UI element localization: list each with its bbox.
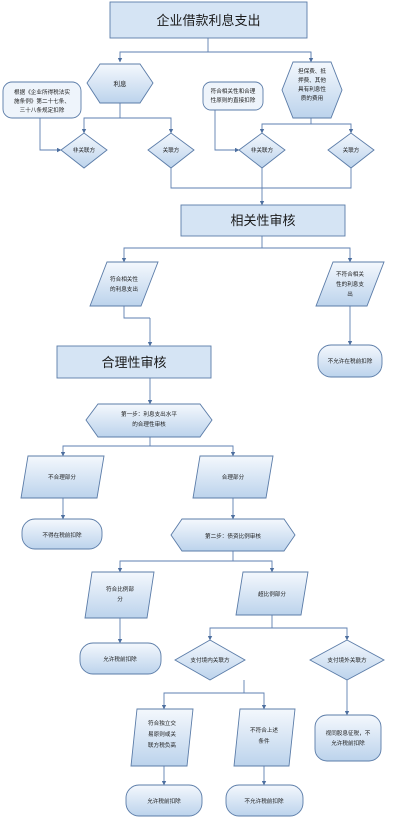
svg-text:质的费用: 质的费用 xyxy=(301,94,323,102)
svg-text:不符合相关: 不符合相关 xyxy=(336,270,364,278)
interest-node: 利息 xyxy=(86,63,154,104)
relevance-review-box: 相关性审核 xyxy=(180,204,346,237)
svg-text:允许税前扣除: 允许税前扣除 xyxy=(147,797,181,805)
reasonable-part-node: 合理部分 xyxy=(192,455,274,499)
deemed-dividend-node: 视同股息征税，不 允许税前扣除 xyxy=(314,714,382,762)
relevant-interest-node: 符合相关性 的利息支出 xyxy=(89,261,159,307)
svg-text:具有利息性: 具有利息性 xyxy=(298,85,326,93)
note-direct-deduction: 符合相关性和合理 性原则的直接扣除 xyxy=(202,81,264,111)
svg-text:担保费、抵: 担保费、抵 xyxy=(298,67,326,75)
svg-text:不允许在税前扣除: 不允许在税前扣除 xyxy=(328,357,373,365)
svg-text:根据《企业所得税法实: 根据《企业所得税法实 xyxy=(14,88,70,96)
reasonableness-review-box: 合理性审核 xyxy=(56,345,212,379)
svg-text:条件: 条件 xyxy=(258,737,270,745)
irrelevant-interest-node: 不符合相关 性的利息支 出 xyxy=(315,261,385,307)
svg-text:不允许税前扣除: 不允许税前扣除 xyxy=(244,797,284,805)
svg-text:不符合上述: 不符合上述 xyxy=(250,726,278,734)
svg-text:易原则或关: 易原则或关 xyxy=(148,730,176,738)
allow-deduction-node-2: 允许税前扣除 xyxy=(125,784,203,817)
svg-text:性的利息支: 性的利息支 xyxy=(336,280,364,288)
svg-text:合理部分: 合理部分 xyxy=(222,473,245,481)
svg-text:三十八条规定扣除: 三十八条规定扣除 xyxy=(20,106,65,114)
svg-text:第一步：利息支出水平: 第一步：利息支出水平 xyxy=(121,410,177,418)
nonrelated-party-node-2: 非关联方 xyxy=(238,132,286,169)
foreign-related-party-node: 支付境外关联方 xyxy=(309,639,385,681)
svg-text:符合比例部: 符合比例部 xyxy=(106,585,134,593)
svg-text:的合理性审核: 的合理性审核 xyxy=(132,420,166,428)
svg-text:不得在税前扣除: 不得在税前扣除 xyxy=(42,531,82,539)
allow-deduction-node-1: 允许税前扣除 xyxy=(79,642,162,675)
svg-text:第二步：债资比例审核: 第二步：债资比例审核 xyxy=(205,532,261,540)
step1-interest-level-node: 第一步：利息支出水平 的合理性审核 xyxy=(85,403,213,438)
no-deduction-node-2: 不得在税前扣除 xyxy=(21,518,103,550)
svg-text:出: 出 xyxy=(347,290,353,298)
within-ratio-node: 符合比例部 分 xyxy=(84,571,155,619)
nonrelated-party-node-1: 非关联方 xyxy=(60,132,108,169)
no-deduction-node-1: 不允许在税前扣除 xyxy=(317,344,383,378)
not-meeting-conditions-node: 不符合上述 条件 xyxy=(233,708,296,767)
svg-text:分: 分 xyxy=(117,595,123,603)
svg-text:符合独立交: 符合独立交 xyxy=(148,719,176,727)
svg-text:超比例部分: 超比例部分 xyxy=(258,590,286,598)
step2-debt-equity-node: 第二步：债资比例审核 xyxy=(170,518,296,552)
svg-text:施条例》第二十七条、: 施条例》第二十七条、 xyxy=(14,97,70,105)
note-tax-regulation: 根据《企业所得税法实 施条例》第二十七条、 三十八条规定扣除 xyxy=(2,81,82,119)
guarantee-fees-node: 担保费、抵 押费、其他 具有利息性 质的费用 xyxy=(281,61,343,119)
svg-text:性原则的直接扣除: 性原则的直接扣除 xyxy=(211,96,256,104)
svg-text:允许税前扣除: 允许税前扣除 xyxy=(103,655,137,663)
svg-text:支付境内关联方: 支付境内关联方 xyxy=(190,656,230,664)
svg-text:支付境外关联方: 支付境外关联方 xyxy=(327,656,367,664)
svg-text:的利息支出: 的利息支出 xyxy=(110,285,138,293)
svg-text:合理性审核: 合理性审核 xyxy=(101,356,166,371)
svg-text:符合相关性和合理: 符合相关性和合理 xyxy=(211,87,256,95)
no-deduction-node-3: 不允许税前扣除 xyxy=(225,784,304,817)
svg-text:非关联方: 非关联方 xyxy=(251,146,274,154)
domestic-related-party-node: 支付境内关联方 xyxy=(174,639,246,681)
svg-text:联方税负高: 联方税负高 xyxy=(148,741,176,749)
svg-text:符合相关性: 符合相关性 xyxy=(110,275,138,283)
svg-text:关联方: 关联方 xyxy=(343,146,360,154)
svg-text:不合理部分: 不合理部分 xyxy=(48,473,76,481)
title-box: 企业借款利息支出 xyxy=(109,1,308,39)
arm-length-principle-node: 符合独立交 易原则或关 联方税负高 xyxy=(130,708,194,767)
svg-text:允许税前扣除: 允许税前扣除 xyxy=(331,739,365,747)
unreasonable-part-node: 不合理部分 xyxy=(20,455,105,499)
related-party-node-1: 关联方 xyxy=(147,132,195,169)
over-ratio-node: 超比例部分 xyxy=(235,571,309,616)
svg-text:相关性审核: 相关性审核 xyxy=(230,214,295,229)
svg-text:视同股息征税，不: 视同股息征税，不 xyxy=(326,729,371,737)
svg-text:利息: 利息 xyxy=(114,79,128,88)
title-text: 企业借款利息支出 xyxy=(156,13,260,29)
related-party-node-2: 关联方 xyxy=(327,132,375,169)
connectors xyxy=(39,38,354,786)
svg-text:关联方: 关联方 xyxy=(163,146,180,154)
svg-text:非关联方: 非关联方 xyxy=(73,146,96,154)
svg-text:押费、其他: 押费、其他 xyxy=(298,76,326,84)
